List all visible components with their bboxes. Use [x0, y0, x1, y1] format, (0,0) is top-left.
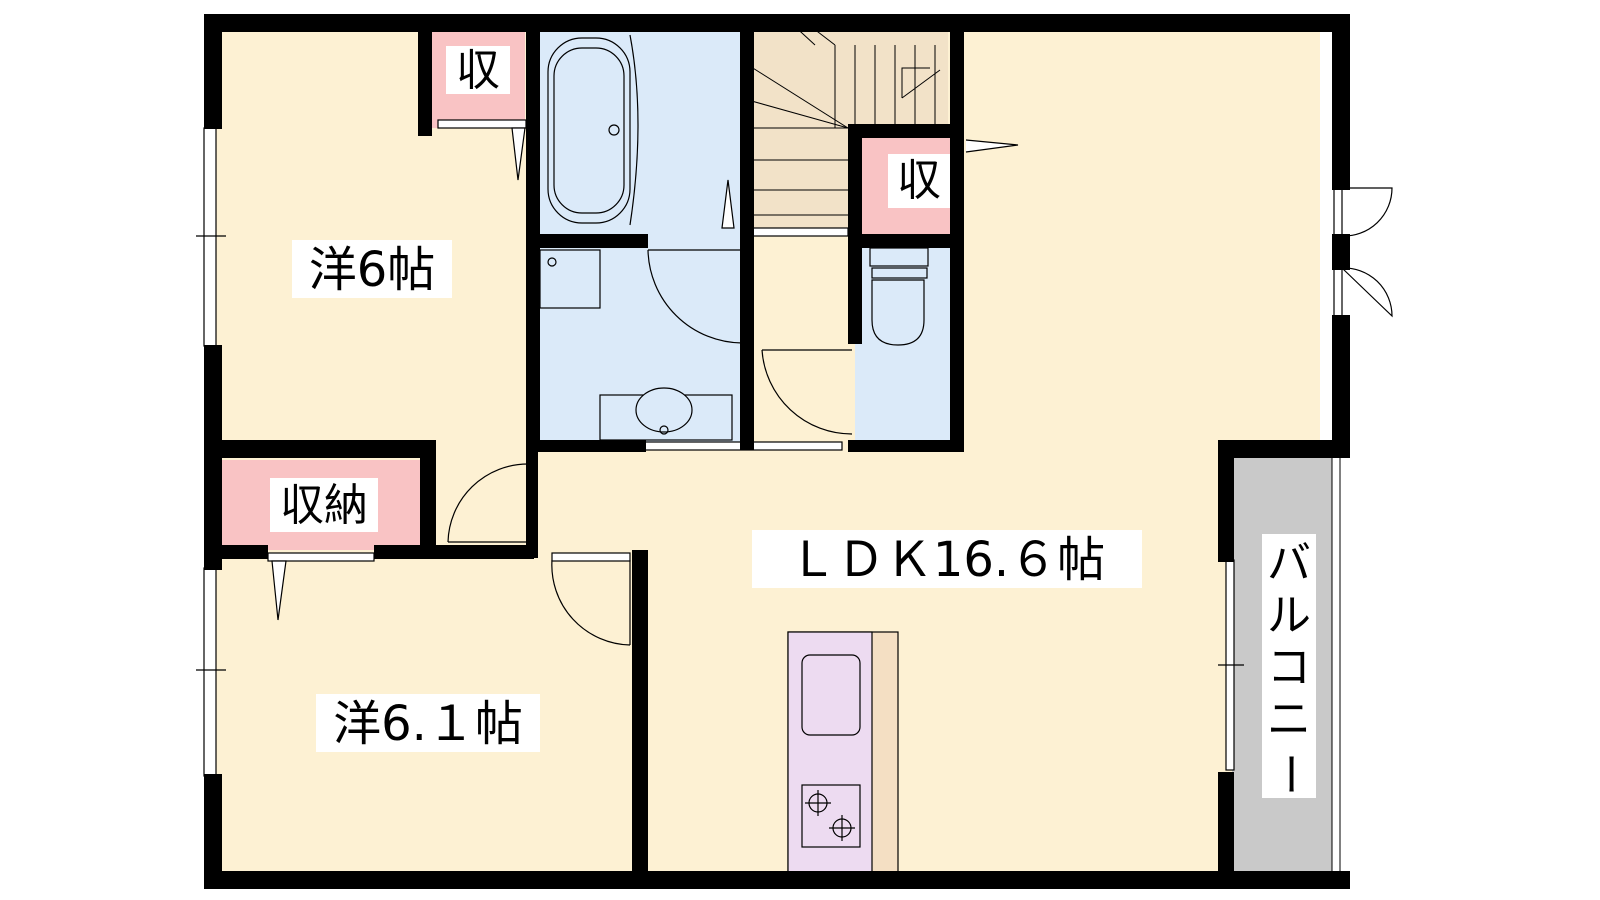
western-room-2-label: 洋6.１帖 — [333, 696, 523, 752]
western-room-1-label: 洋6帖 — [309, 242, 436, 298]
ldk-label: ＬＤＫ16.６帖 — [789, 532, 1105, 588]
walls — [204, 14, 1350, 889]
toilet-bowl — [871, 279, 925, 346]
closet-label-by-stairs: 収 — [897, 155, 941, 206]
balcony-label-5: ー — [1264, 752, 1315, 796]
balcony-rail — [1331, 454, 1341, 888]
fixtures — [539, 34, 929, 875]
staircase — [747, 21, 941, 216]
balcony-label-1: バ — [1267, 538, 1311, 589]
laundry-pan — [539, 249, 601, 309]
room-labels: 収 収 洋6帖 収納 洋6.１帖 ＬＤＫ16.６帖 バ ル コ ニ ー — [270, 45, 1316, 798]
balcony-label-2: ル — [1267, 590, 1311, 641]
bathtub — [547, 37, 631, 224]
balcony-label-4: ニ — [1267, 694, 1311, 745]
balcony-label-3: コ — [1267, 642, 1311, 693]
kitchen-sink — [801, 654, 861, 736]
cooktop — [801, 784, 861, 848]
storage-label: 収納 — [280, 480, 368, 531]
closet-label-upper-left: 収 — [456, 45, 500, 96]
